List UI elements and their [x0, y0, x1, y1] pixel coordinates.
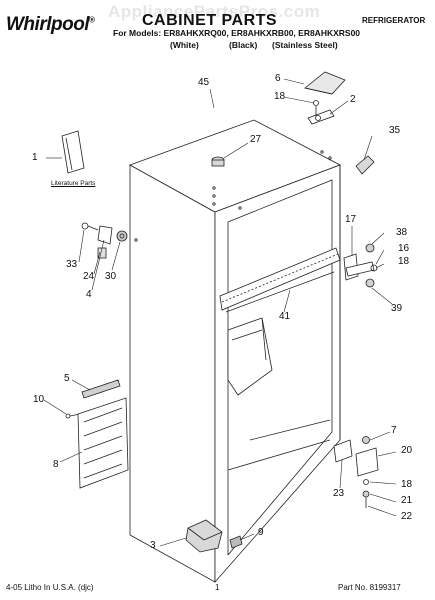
page-title: CABINET PARTS — [142, 12, 278, 29]
footer-print-info: 4-05 Litho In U.S.A. (djc) — [6, 583, 94, 592]
callout-18-middle: 18 — [398, 256, 410, 267]
callout-39: 39 — [391, 303, 403, 314]
brand-logo: Whirlpool® — [6, 14, 95, 36]
part-35-leveling-leg — [355, 155, 375, 175]
part-41-mullion — [219, 247, 341, 311]
callout-21: 21 — [401, 495, 413, 506]
brand-name: Whirlpool — [6, 14, 90, 35]
watermark-text: AppliancePartsPros.com — [108, 2, 321, 21]
callout-5: 5 — [64, 373, 70, 384]
callout-16: 16 — [398, 243, 410, 254]
callout-23: 23 — [333, 488, 345, 499]
callout-3: 3 — [150, 540, 156, 551]
callout-9: 9 — [258, 527, 264, 538]
callout-10: 10 — [33, 394, 45, 405]
appliance-type: REFRIGERATOR — [362, 16, 426, 25]
part-1-literature-booklet — [61, 130, 85, 174]
color-label-white: (White) — [170, 40, 199, 50]
callout-17: 17 — [345, 214, 357, 225]
part-27-plug — [211, 156, 225, 167]
callout-30: 30 — [105, 271, 117, 282]
part-6-hinge-cover — [304, 71, 346, 95]
callout-33: 33 — [66, 259, 78, 270]
color-label-stainless: (Stainless Steel) — [272, 40, 338, 50]
leader-lines — [43, 78, 397, 547]
callout-18-top: 18 — [274, 91, 286, 102]
callout-45: 45 — [198, 77, 210, 88]
callout-4: 4 — [86, 289, 92, 300]
part-9-screw — [229, 535, 243, 549]
callout-22: 22 — [401, 511, 413, 522]
cabinet-shell — [129, 119, 341, 584]
part-8-toe-grille — [77, 397, 129, 489]
part-5-grille-strip — [81, 379, 121, 399]
callout-2: 2 — [350, 94, 356, 105]
callout-7: 7 — [391, 425, 397, 436]
registered-mark-icon: ® — [89, 15, 95, 25]
callout-18-bottom: 18 — [401, 479, 413, 490]
part-2-top-hinge — [307, 100, 335, 125]
callout-27: 27 — [250, 134, 262, 145]
callout-35: 35 — [389, 125, 401, 136]
callout-20: 20 — [401, 445, 413, 456]
part-3-roller-assembly — [185, 519, 223, 553]
callout-6: 6 — [275, 73, 281, 84]
footer-page-number: 1 — [215, 583, 220, 592]
callout-41: 41 — [279, 311, 291, 322]
footer-part-number: Part No. 8199317 — [338, 583, 401, 592]
literature-parts-label: Literature Parts — [51, 180, 96, 187]
model-list: For Models: ER8AHKXRQ00, ER8AHKXRB00, ER… — [113, 28, 361, 38]
callout-24: 24 — [83, 271, 95, 282]
part-20-bottom-hinge — [333, 436, 379, 508]
part-4-water-valve — [81, 222, 128, 259]
part-16-center-hinge — [343, 243, 378, 288]
callout-38: 38 — [396, 227, 408, 238]
callout-1: 1 — [32, 152, 38, 163]
color-label-black: (Black) — [229, 40, 258, 50]
callout-8: 8 — [53, 459, 59, 470]
